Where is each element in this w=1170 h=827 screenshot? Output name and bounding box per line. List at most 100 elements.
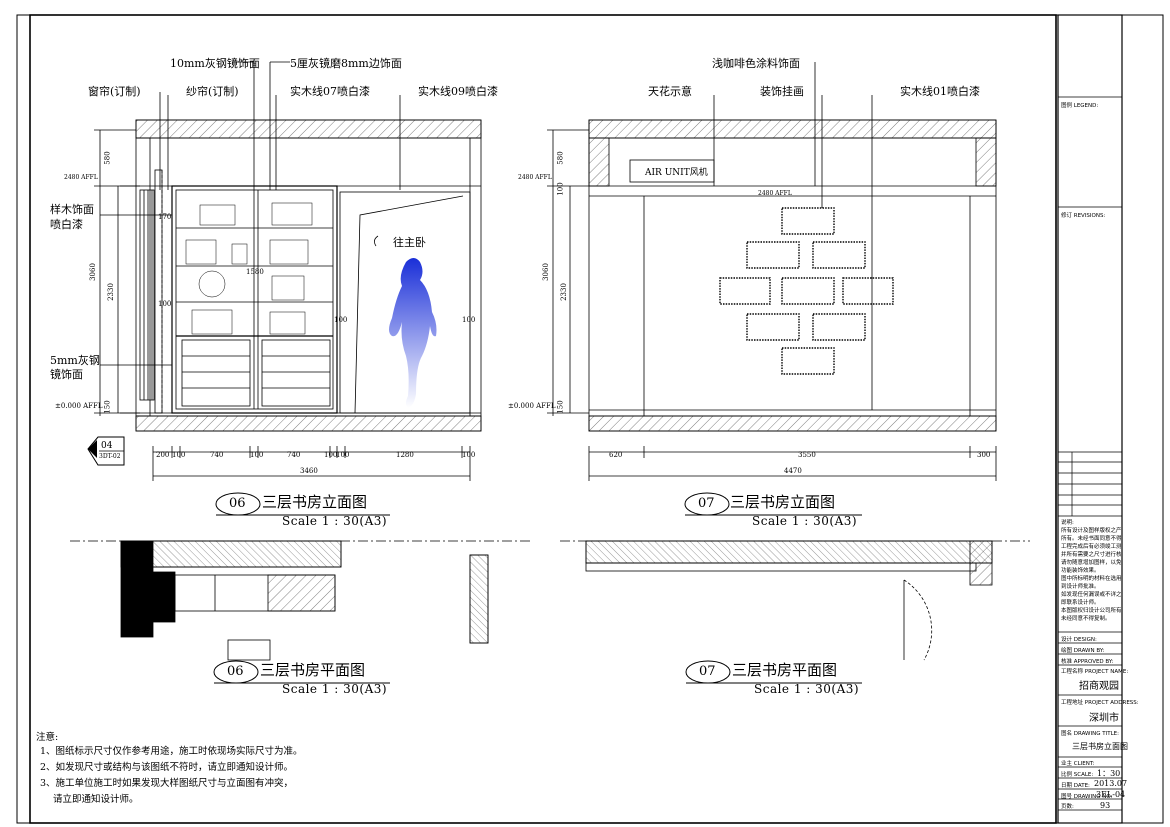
tb-date-value: 2013.07 bbox=[1094, 779, 1128, 788]
dim-total-06: 3460 bbox=[300, 467, 318, 475]
dim-h-100b: 100 bbox=[250, 451, 264, 459]
dim-h-740a: 740 bbox=[210, 451, 224, 459]
plan-column-06 bbox=[120, 540, 154, 638]
label-decor-painting: 装饰挂画 bbox=[760, 85, 804, 98]
dim-bottom-170: 170 bbox=[158, 213, 172, 221]
ceiling-slab-06 bbox=[135, 119, 482, 139]
note-3a: 3、施工单位施工时如果发现大样图纸尺寸与立面图有冲突， bbox=[40, 778, 294, 789]
dim-side-100b: 100 bbox=[462, 316, 476, 324]
dim07-580: 580 bbox=[556, 151, 565, 165]
dim-h-100c: 100 bbox=[324, 451, 338, 459]
tb-remark-line: 并所有需要之尺寸进行核对。 bbox=[1061, 552, 1121, 558]
tb-drawing-no-label: 图号 DRAWING NO: bbox=[1061, 794, 1113, 800]
floor-slab-07 bbox=[588, 415, 997, 432]
tb-scale-label: 比例 SCALE: bbox=[1061, 772, 1094, 778]
title-07-plan-num: 07 bbox=[699, 664, 716, 679]
tb-revisions: 修订 REVISIONS: bbox=[1061, 213, 1106, 219]
dim07-2330: 2330 bbox=[559, 283, 568, 301]
plan-07 bbox=[560, 540, 1030, 661]
title-07-plan-scale: Scale 1 : 30(A3) bbox=[754, 682, 860, 696]
bookshelf-06 bbox=[171, 185, 338, 414]
title-marks bbox=[213, 492, 862, 684]
tb-page-value: 93 bbox=[1100, 801, 1111, 810]
dim-h-100d: 100 bbox=[336, 451, 350, 459]
label-wood-09: 实木线09喷白漆 bbox=[418, 85, 498, 98]
tb-remark-line: 到设计师批准。 bbox=[1061, 584, 1100, 590]
title-06-plan-num: 06 bbox=[227, 664, 244, 679]
decor-frames bbox=[719, 207, 894, 375]
section-marker bbox=[87, 436, 125, 466]
label-sheer: 纱帘(订制) bbox=[186, 85, 239, 98]
title-06-elev-name: 三层书房立面图 bbox=[262, 493, 368, 511]
notes-heading: 注意: bbox=[36, 732, 59, 743]
label-air-unit: AIR UNIT风机 bbox=[645, 168, 708, 178]
plan-06 bbox=[70, 540, 530, 661]
tb-design: 设计 DESIGN: bbox=[1061, 637, 1097, 643]
ceiling-slab-07 bbox=[588, 119, 997, 139]
label-mirror-5mm-line1: 5mm灰钢 bbox=[50, 354, 100, 367]
title-06-plan-scale: Scale 1 : 30(A3) bbox=[282, 682, 388, 696]
tb-remark-line: 说明: bbox=[1061, 520, 1074, 526]
dim-h-100e: 100 bbox=[462, 451, 476, 459]
title-07-elev-num: 07 bbox=[698, 496, 715, 511]
label-coffee-paint: 浅咖啡色涂料饰面 bbox=[712, 57, 800, 70]
label-wood-07: 实木线07喷白漆 bbox=[290, 85, 370, 98]
title-06-plan-name: 三层书房平面图 bbox=[260, 661, 366, 679]
note-1: 1、图纸标示尺寸仅作参考用途，施工时依现场实际尺寸为准。 bbox=[40, 746, 303, 757]
dim-h-1280: 1280 bbox=[396, 451, 414, 459]
tb-page-label: 页数: bbox=[1061, 804, 1074, 810]
title-07-elev-scale: Scale 1 : 30(A3) bbox=[752, 514, 858, 528]
curtain-06 bbox=[139, 189, 155, 401]
dim-inner-1580: 1580 bbox=[246, 268, 264, 276]
tb-remark-line: 如发现任何漏误或不详之处，请立 bbox=[1061, 592, 1121, 598]
tb-drawing-title-value: 三层书房立面图 bbox=[1072, 742, 1128, 751]
tb-remark-line: 本图版权归设计公司所有， bbox=[1061, 608, 1121, 614]
drawing-frame bbox=[29, 14, 1057, 824]
tb-address-label: 工程地址 PROJECT ADDRESS: bbox=[1061, 700, 1139, 706]
label-wood-01: 实木线01喷白漆 bbox=[900, 85, 980, 98]
label-sample-wood-line2: 喷白漆 bbox=[50, 218, 83, 231]
tb-remark-line: 即联系设计师。 bbox=[1061, 600, 1100, 606]
door-opening-06 bbox=[339, 191, 471, 414]
level-ceiling-07b: 2480 AFFL bbox=[758, 190, 792, 197]
label-mirror-10mm: 10mm灰钢镜饰面 bbox=[170, 57, 260, 70]
tb-remarks: 说明:所有设计及图样版权之产权均为本公司所有。未经书面同意不得采用。工程完成后有… bbox=[1061, 519, 1121, 623]
dim-3060: 3060 bbox=[88, 263, 97, 281]
section-marker-sheet: 3DT-02 bbox=[99, 453, 121, 460]
level-ceiling-07: 2480 AFFL bbox=[518, 174, 552, 181]
label-to-master: 往主卧 bbox=[393, 236, 426, 249]
dim-side-100c: 100 bbox=[158, 300, 172, 308]
elevation-07 bbox=[547, 62, 997, 481]
dim07-3060: 3060 bbox=[541, 263, 550, 281]
person-silhouette bbox=[389, 258, 437, 408]
tb-remark-line: 工程完成后有必须竣工测图及时 bbox=[1061, 544, 1121, 550]
level-floor-06: ±0.000 AFFL bbox=[55, 402, 103, 410]
tb-address-value: 深圳市 bbox=[1089, 713, 1119, 724]
title-06-elev-scale: Scale 1 : 30(A3) bbox=[282, 514, 388, 528]
dim-580: 580 bbox=[103, 151, 112, 165]
label-mirror-5mm-line2: 镜饰面 bbox=[50, 368, 83, 381]
label-ceiling-indication: 天花示意 bbox=[648, 85, 692, 98]
label-mirror-5mm-bevel: 5厘灰镜磨8mm边饰面 bbox=[290, 57, 402, 70]
tb-remark-line: 请勿随意增加图样，以免改变 bbox=[1061, 560, 1121, 566]
tb-project-label: 工程名称 PROJECT NAME: bbox=[1061, 669, 1129, 675]
tb-legend: 图例 LEGEND: bbox=[1061, 103, 1099, 109]
tb-remark-line: 未经同意不得复制。 bbox=[1061, 616, 1111, 622]
tb-project-value: 招商观园 bbox=[1079, 681, 1119, 692]
tb-drawn: 绘图 DRAWN BY: bbox=[1061, 648, 1105, 654]
dim-h-200: 200 bbox=[156, 451, 170, 459]
dim07-150: 150 bbox=[556, 400, 565, 414]
label-sample-wood-line1: 样木饰面 bbox=[50, 203, 94, 216]
title-block bbox=[1057, 14, 1123, 824]
tb-date-label: 日期 DATE: bbox=[1061, 783, 1090, 789]
tb-drawing-title-label: 图名 DRAWING TITLE: bbox=[1061, 731, 1119, 737]
tb-scale-value: 1：30 bbox=[1097, 769, 1121, 778]
level-ceiling-06: 2480 AFFL bbox=[64, 174, 98, 181]
dim07-total: 4470 bbox=[784, 467, 802, 475]
dim-side-100a: 100 bbox=[334, 316, 348, 324]
title-06-elev-num: 06 bbox=[229, 496, 246, 511]
title-07-plan-name: 三层书房平面图 bbox=[732, 661, 838, 679]
dim07-h-3550: 3550 bbox=[798, 451, 816, 459]
tb-remark-line: 图中所标明的材料在选用前必须得 bbox=[1061, 576, 1121, 582]
